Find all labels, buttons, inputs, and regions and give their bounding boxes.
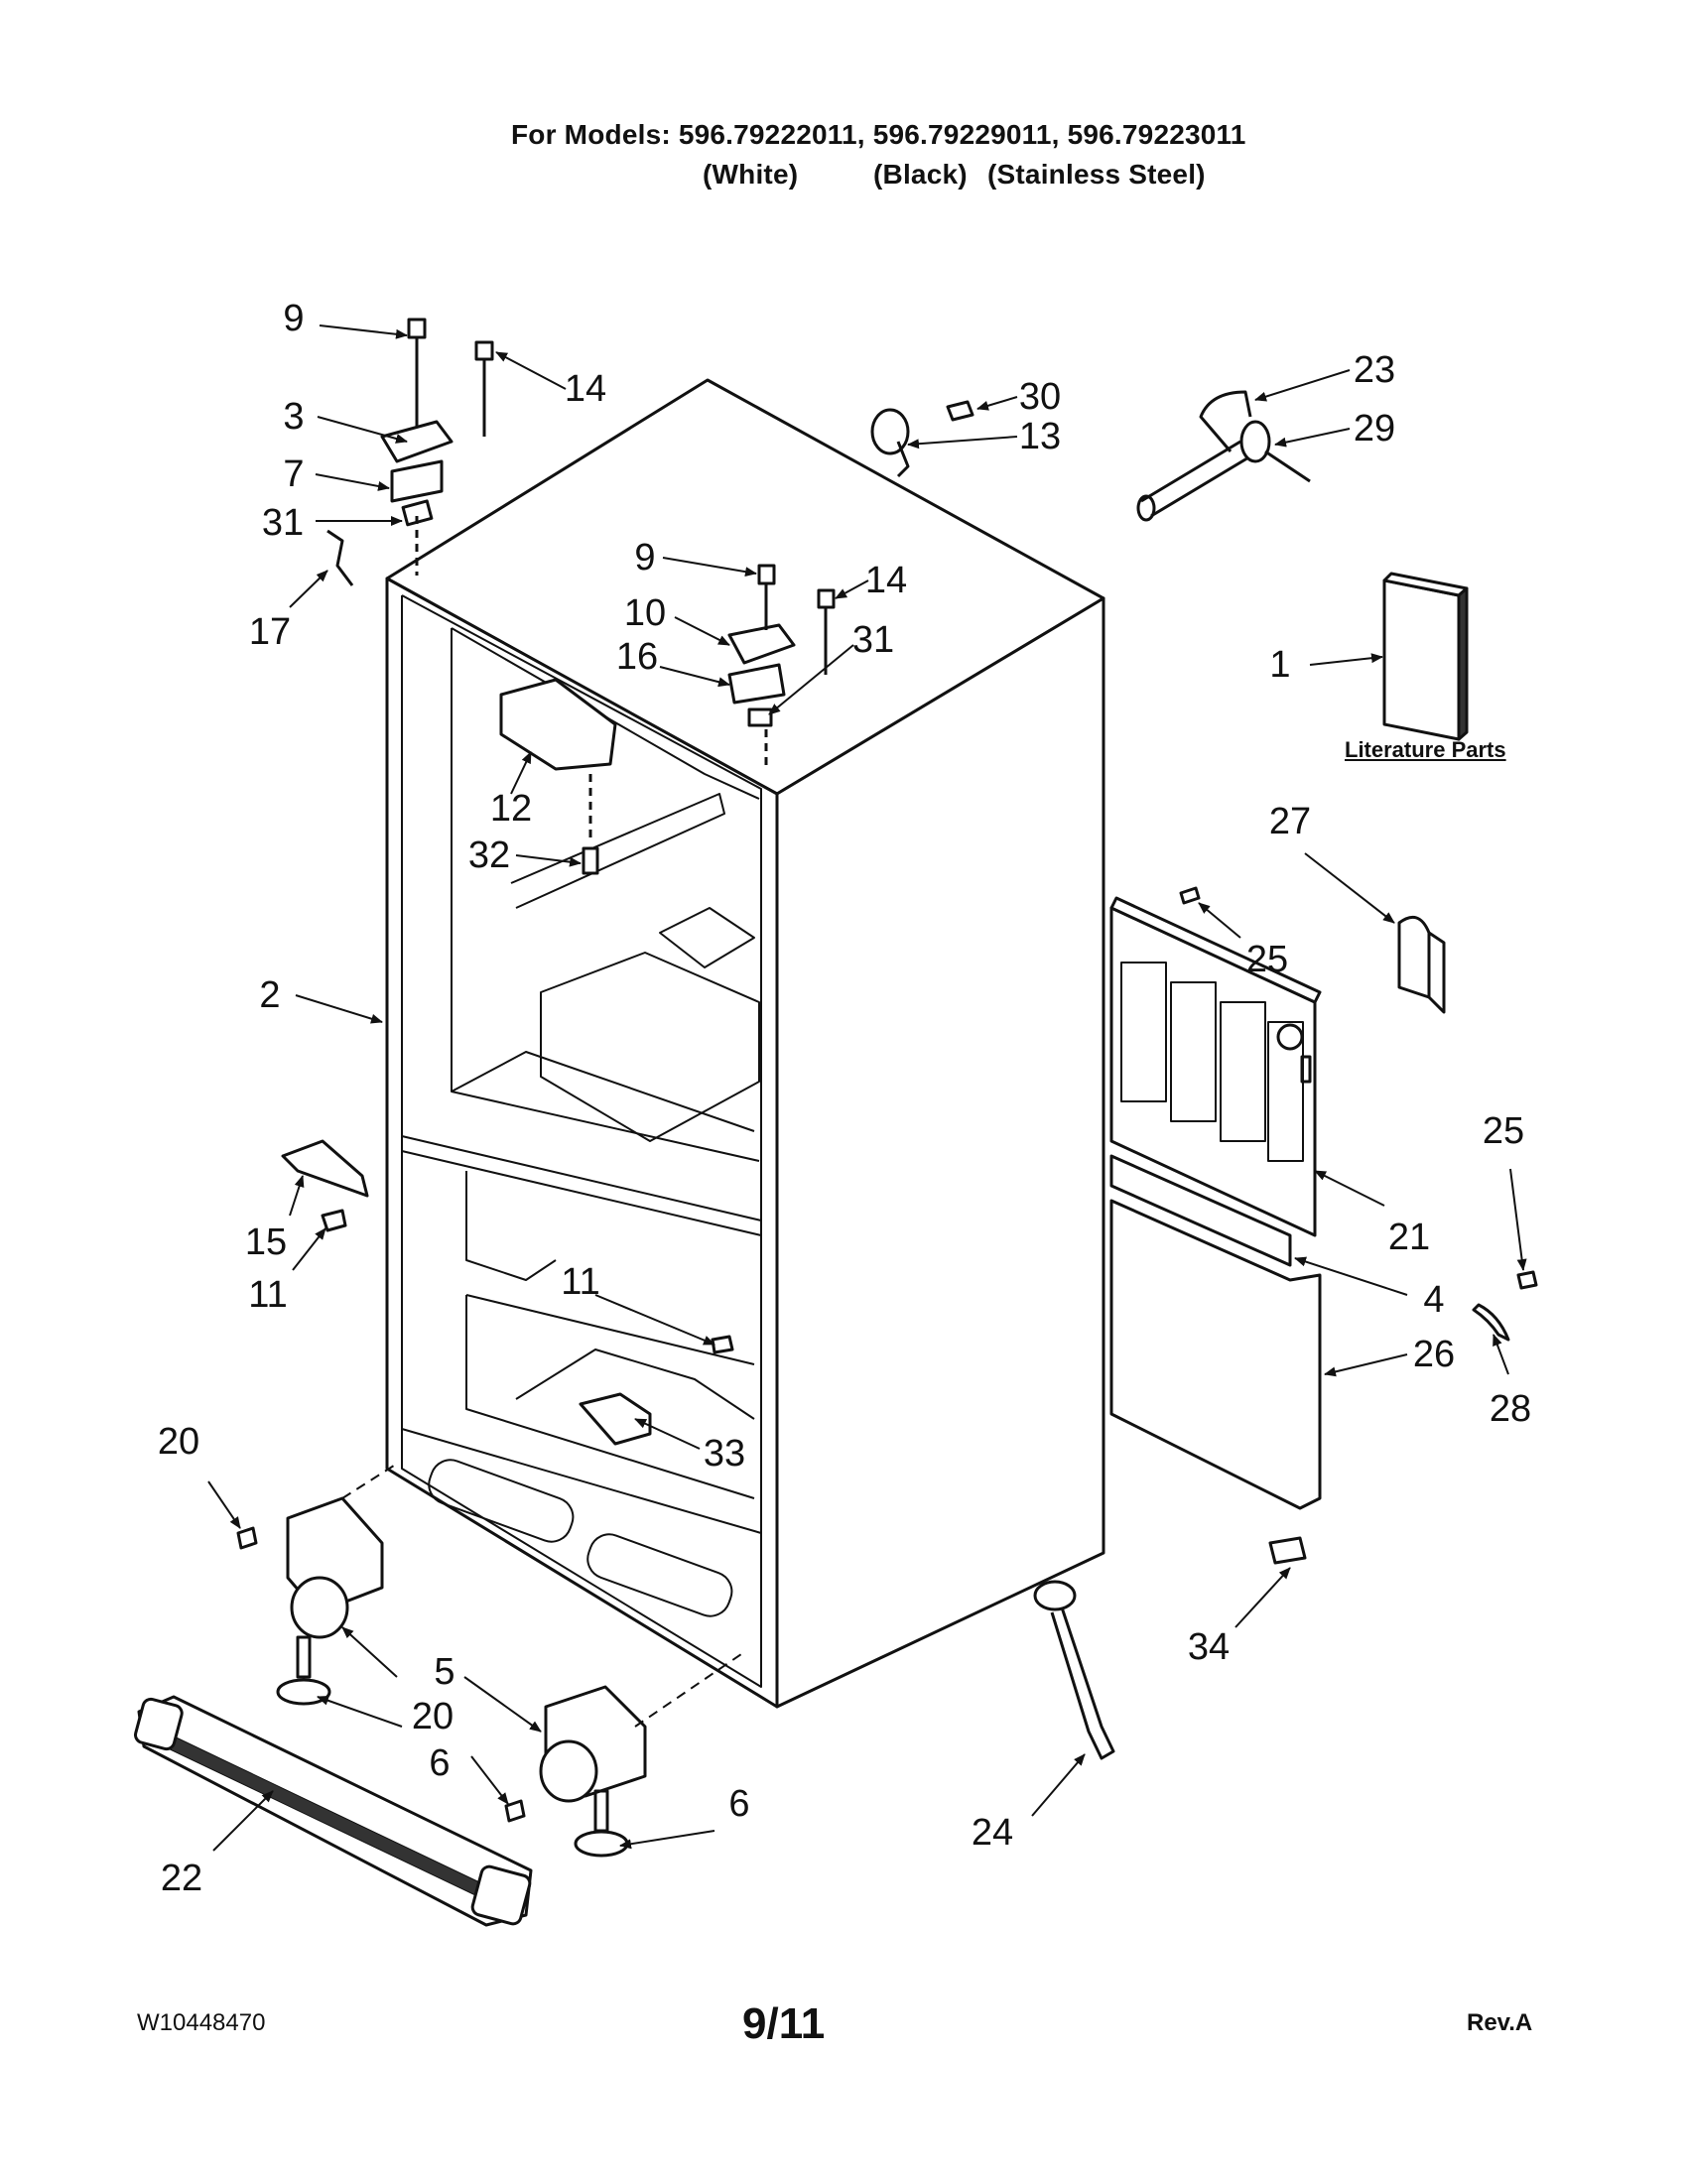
callout-9-left: 9 <box>283 298 305 339</box>
callout-2: 2 <box>259 974 281 1016</box>
callout-25-top: 25 <box>1245 939 1289 980</box>
callout-20-right: 20 <box>411 1696 454 1737</box>
clamp-28 <box>1472 1270 1538 1342</box>
cabinet-body <box>385 378 1105 1709</box>
callout-12: 12 <box>489 788 533 830</box>
callout-21: 21 <box>1387 1217 1431 1258</box>
callout-14-left: 14 <box>564 368 607 410</box>
bracket-33 <box>579 1335 734 1446</box>
callout-1: 1 <box>1269 644 1291 686</box>
damper-assembly <box>870 400 974 478</box>
arm-24 <box>1033 1580 1115 1760</box>
roller-left <box>236 1496 384 1706</box>
callout-5: 5 <box>434 1651 455 1693</box>
water-tube <box>1136 390 1311 522</box>
roller-right <box>341 1463 745 1858</box>
callout-11-center: 11 <box>561 1261 600 1303</box>
callout-11-left: 11 <box>248 1274 288 1316</box>
literature-parts-label: Literature Parts <box>1345 737 1506 762</box>
callout-16: 16 <box>615 636 659 678</box>
base-grille <box>134 1695 533 1927</box>
callout-27: 27 <box>1268 801 1312 842</box>
callout-29: 29 <box>1353 408 1396 450</box>
page-number: 9/11 <box>742 1999 826 2048</box>
callout-13: 13 <box>1018 416 1062 457</box>
callout-23: 23 <box>1353 349 1396 391</box>
callout-26: 26 <box>1412 1334 1456 1375</box>
callout-9-right: 9 <box>634 537 656 578</box>
callout-6-center: 6 <box>429 1742 451 1784</box>
callout-32: 32 <box>467 835 511 876</box>
callout-15: 15 <box>244 1221 288 1263</box>
light-housing <box>499 678 617 875</box>
callout-30: 30 <box>1018 376 1062 418</box>
callout-22: 22 <box>160 1858 203 1899</box>
callout-33: 33 <box>703 1433 746 1475</box>
callout-24: 24 <box>971 1812 1014 1854</box>
callout-10: 10 <box>623 592 667 634</box>
variant-black: (Black) <box>873 159 968 190</box>
panel-26 <box>1109 1154 1322 1510</box>
callout-25-right: 25 <box>1482 1110 1525 1152</box>
callout-7: 7 <box>283 453 305 495</box>
callout-31-left: 31 <box>261 502 305 544</box>
callout-31-right: 31 <box>851 619 895 661</box>
literature-booklet <box>1382 572 1469 741</box>
leader-arrows <box>207 324 1527 1852</box>
revision-label: Rev.A <box>1467 2009 1533 2036</box>
part-34 <box>1268 1536 1307 1565</box>
callout-20-left: 20 <box>157 1421 200 1463</box>
callout-14-right: 14 <box>864 560 908 601</box>
models-heading: For Models: 596.79222011, 596.79229011, … <box>511 119 1246 150</box>
callout-3: 3 <box>283 396 305 438</box>
grille-panel <box>1109 886 1322 1237</box>
callout-4: 4 <box>1423 1279 1445 1321</box>
callout-34: 34 <box>1187 1626 1231 1668</box>
variant-white: (White) <box>703 159 799 190</box>
callout-6-right: 6 <box>728 1783 750 1825</box>
document-number: W10448470 <box>137 2009 266 2036</box>
callout-28: 28 <box>1489 1388 1532 1430</box>
top-hinge-right <box>727 564 836 769</box>
top-hinge-left <box>326 318 494 586</box>
variant-stainless: (Stainless Steel) <box>987 159 1206 190</box>
clip-27 <box>1397 915 1446 1014</box>
bracket-15 <box>281 1139 369 1232</box>
callout-17: 17 <box>248 611 292 653</box>
